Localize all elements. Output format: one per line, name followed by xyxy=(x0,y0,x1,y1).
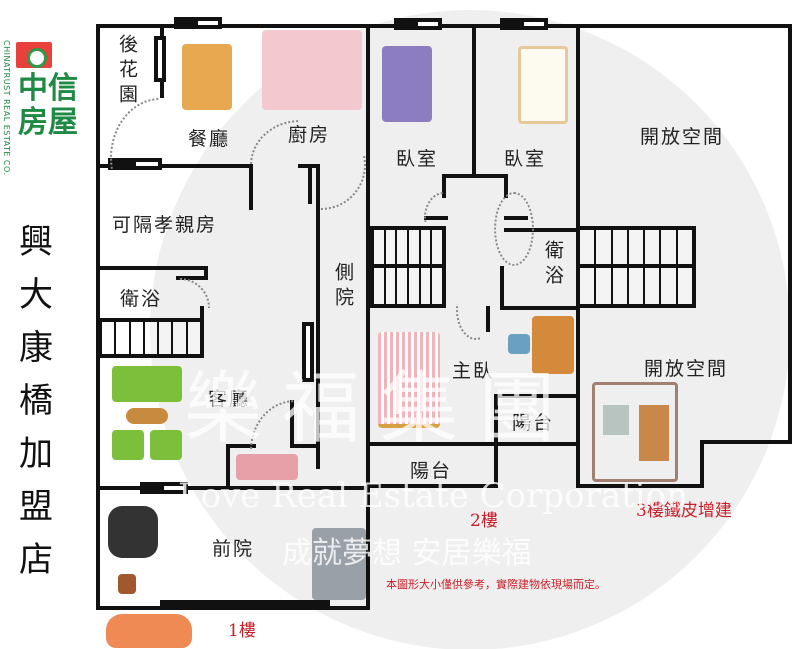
store-char: 店 xyxy=(19,540,53,580)
wall xyxy=(472,24,476,176)
store-char: 興 xyxy=(19,222,53,262)
armchair-icon xyxy=(150,430,182,460)
bed-icon xyxy=(382,46,432,122)
room-label-parent-room: 可隔孝親房 xyxy=(112,214,218,236)
wall xyxy=(576,484,704,488)
room-label-master-bedroom: 主臥 xyxy=(452,360,495,382)
wall xyxy=(176,276,208,280)
wall xyxy=(700,440,792,444)
wall xyxy=(500,306,580,310)
wall xyxy=(700,440,704,488)
shirt-icon xyxy=(603,405,629,435)
wall xyxy=(486,306,490,332)
wall xyxy=(504,174,508,198)
desk-icon xyxy=(532,316,574,374)
wall xyxy=(290,444,320,448)
wall xyxy=(442,174,508,178)
floor1-label: 1樓 xyxy=(228,621,256,641)
wall xyxy=(366,484,498,488)
wall xyxy=(576,264,696,268)
wall xyxy=(96,606,370,610)
wall xyxy=(576,24,792,28)
window-icon xyxy=(302,322,314,382)
logo-emblem-icon xyxy=(16,42,52,68)
wall xyxy=(96,486,370,490)
room-label-bathroom-1f: 衛浴 xyxy=(120,288,163,310)
room-label-balcony-1: 陽台 xyxy=(512,412,555,434)
armchair-icon xyxy=(112,430,144,460)
room-label-front-yard: 前院 xyxy=(212,538,255,560)
store-char: 康 xyxy=(19,328,53,368)
wall xyxy=(96,164,251,168)
sofa-icon xyxy=(112,366,182,402)
wall xyxy=(226,444,230,490)
wall xyxy=(308,164,312,204)
plant-icon xyxy=(118,574,136,594)
watermark-english: Love Real Estate Corporation xyxy=(178,476,689,516)
store-name: 興 大 康 橋 加 盟 店 xyxy=(14,216,58,587)
room-label-kitchen: 廚房 xyxy=(288,124,331,146)
watermark-slogan: 成就夢想 安居樂福 xyxy=(282,536,532,571)
wall xyxy=(788,24,792,444)
window-icon xyxy=(140,482,188,494)
room-label-dining: 餐廳 xyxy=(188,128,231,150)
disclaimer: 本圖形大小僅供參考，實際建物依現場而定。 xyxy=(386,578,606,591)
wall xyxy=(249,164,253,210)
store-char: 盟 xyxy=(19,487,53,527)
wall xyxy=(316,164,320,469)
bed-icon xyxy=(378,332,440,428)
wall xyxy=(96,266,208,270)
clothes-rack-icon xyxy=(592,382,678,482)
window-icon xyxy=(500,18,548,30)
store-char: 橋 xyxy=(19,381,53,421)
wall xyxy=(494,394,580,398)
gate-icon xyxy=(160,600,330,608)
wall xyxy=(366,24,370,610)
washing-machine-icon xyxy=(312,528,366,600)
rug-icon xyxy=(236,454,298,480)
coffee-table-icon xyxy=(126,408,168,424)
watermark-main: 樂福集團 xyxy=(184,364,577,454)
brand-name-en: CHINATRUST REAL ESTATE CO. xyxy=(2,40,11,176)
brand-name-cn: 中信房屋 xyxy=(18,71,78,140)
floor3-label: 3樓鐵皮增建 xyxy=(636,501,732,521)
wall xyxy=(370,264,446,268)
room-label-bedroom-2: 臥室 xyxy=(504,148,547,170)
room-label-open-space-1: 開放空間 xyxy=(640,126,725,148)
room-label-bathroom-2f: 衛浴 xyxy=(542,240,564,290)
scooter-icon xyxy=(108,506,158,558)
room-label-balcony-2: 陽台 xyxy=(410,460,453,482)
chair-icon xyxy=(508,334,530,354)
staircase xyxy=(98,318,204,358)
window-icon xyxy=(154,36,166,82)
wall xyxy=(442,174,446,198)
kitchen-counter-icon xyxy=(262,30,362,110)
wall xyxy=(500,266,504,310)
wall xyxy=(226,444,256,448)
car-icon xyxy=(106,614,192,648)
wall xyxy=(96,24,370,28)
floor2-label: 2樓 xyxy=(470,511,498,531)
room-label-back-garden: 後花園 xyxy=(116,34,138,109)
wall xyxy=(204,266,208,280)
room-label-side-yard: 側院 xyxy=(332,262,354,312)
window-icon xyxy=(394,18,442,30)
store-char: 大 xyxy=(19,275,53,315)
door-swing-icon xyxy=(494,192,534,266)
crib-icon xyxy=(518,46,568,124)
dress-icon xyxy=(639,405,669,461)
window-icon xyxy=(174,17,222,29)
wall xyxy=(504,228,580,232)
store-char: 加 xyxy=(19,434,53,474)
room-label-open-space-2: 開放空間 xyxy=(644,358,729,380)
room-label-living: 客廳 xyxy=(208,388,251,410)
dining-table-icon xyxy=(182,44,232,110)
floor1-left-wall xyxy=(96,24,100,610)
room-label-bedroom-1: 臥室 xyxy=(396,148,439,170)
wall xyxy=(366,442,580,446)
wall xyxy=(494,394,498,488)
